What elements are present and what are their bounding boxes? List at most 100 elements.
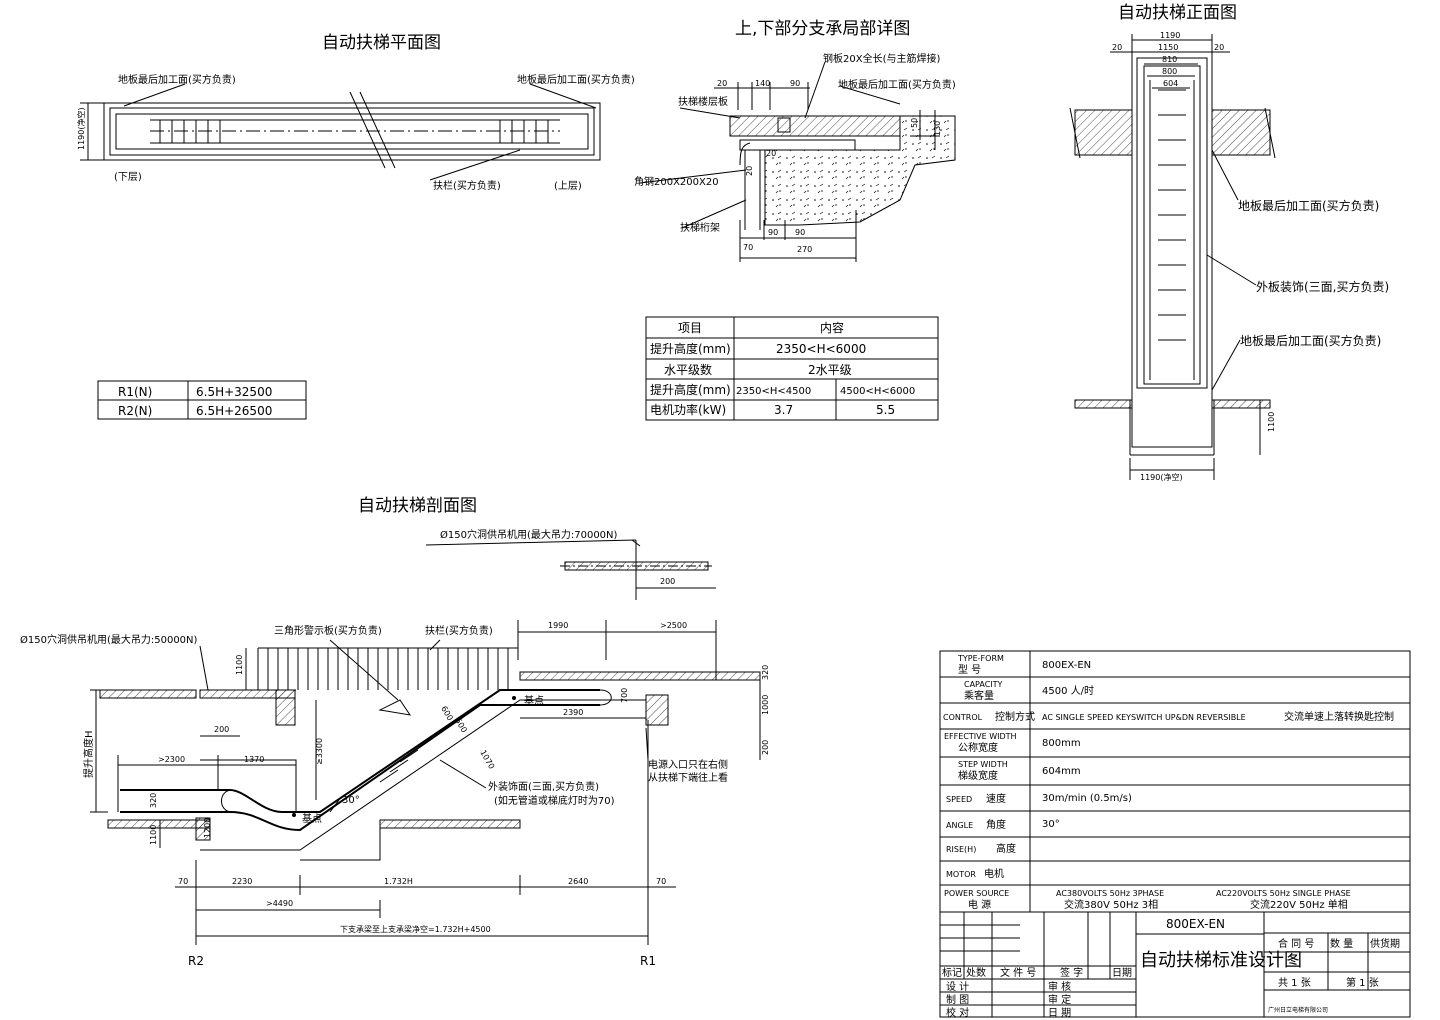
section-dim-9: >2300	[158, 755, 185, 764]
section-dim-22: 600	[439, 705, 454, 723]
plan-handrail-label: 扶栏(买方负责)	[433, 179, 501, 192]
section-dim-14: 1100	[149, 825, 158, 845]
tb-power-en: POWER SOURCE	[944, 889, 1009, 898]
spec-header-item: 项目	[678, 321, 702, 335]
spec-steps-label: 水平级数	[664, 362, 712, 377]
detail-title: 上,下部分支承局部详图	[735, 19, 910, 39]
section-dim-0: 200	[660, 577, 675, 586]
tb-role-left-2: 校 对	[946, 1006, 969, 1019]
detail-dim-mid: 20	[766, 149, 776, 158]
spec-rise-label: 提升高度(mm)	[650, 341, 731, 356]
tb-role-right-1: 审 定	[1048, 993, 1071, 1006]
tb-row3-cn: 公称宽度	[958, 741, 998, 754]
detail-dim-right-1: 130	[933, 121, 942, 136]
tb-row7-en: RISE(H)	[946, 845, 976, 854]
tb-power-a2: 交流380V 50Hz 3相	[1064, 898, 1158, 911]
reaction-r2-name: R2(N)	[118, 404, 152, 418]
plan-view: 1190(净空) 地板最后加工面(买方负责) 地板最后加工面(买方负责) (下层…	[76, 73, 635, 192]
front-floor-bottom-label: 地板最后加工面(买方负责)	[1240, 333, 1381, 348]
tb-row1-value: 4500 人/时	[1042, 685, 1094, 697]
front-dim-top-2: 1150	[1158, 43, 1178, 52]
tb-row6-en: ANGLE	[946, 821, 973, 830]
tb-power-cn: 电 源	[968, 898, 991, 911]
detail-dim-bottom-1: 90	[768, 228, 778, 237]
front-dim-top-1: 20	[1112, 43, 1122, 52]
tb-row4-value: 604mm	[1042, 766, 1081, 777]
section-dim-19: 2640	[568, 877, 588, 886]
plan-title: 自动扶梯平面图	[322, 33, 441, 53]
reaction-r1-name: R1(N)	[118, 385, 152, 399]
plan-upper-label: (上层)	[554, 180, 582, 192]
title-block: TYPE-FORM 型 号 800EX-EN CAPACITY 乘客量 4500…	[939, 650, 1411, 1019]
tb-rev-h1: 处数	[966, 966, 986, 979]
spec-motor-label: 电机功率(kW)	[650, 402, 726, 417]
tb-row5-cn: 速度	[986, 792, 1006, 805]
section-dim-2: >2500	[660, 621, 687, 630]
tb-rev-h2: 文 件 号	[1000, 966, 1036, 979]
front-title: 自动扶梯正面图	[1118, 3, 1237, 23]
section-dim-23: 500	[453, 717, 468, 735]
tb-power-b2: 交流220V 50Hz 单相	[1250, 898, 1348, 911]
front-dim-top-4: 810	[1162, 55, 1177, 64]
detail-steel-plate-label: 钢板20X全长(与主筋焊接)	[823, 52, 940, 65]
section-rise-label: 提升高度H	[82, 730, 95, 778]
tb-sheets: 共 1 张	[1278, 977, 1311, 989]
section-dim-18: 1.732H	[384, 877, 413, 886]
tb-row8-en: MOTOR	[946, 870, 976, 879]
detail-dim-bottom-0: 70	[743, 243, 753, 252]
tb-sheet-no: 第 1 张	[1346, 976, 1379, 989]
tb-model: 800EX-EN	[1166, 917, 1225, 931]
plan-floor-left-label: 地板最后加工面(买方负责)	[118, 73, 236, 86]
section-dim-1: 1990	[548, 621, 568, 630]
tb-row2-value: AC SINGLE SPEED KEYSWITCH UP&DN REVERSIB…	[1042, 713, 1246, 722]
detail-view: 20 140 90 50 130 20 20 70 90 90 270 钢板20…	[634, 52, 956, 262]
tb-row0-cn: 型 号	[958, 663, 981, 676]
tb-supplier-label: 供货期	[1370, 937, 1400, 950]
plan-width-dim: 1190(净空)	[76, 107, 86, 150]
spec-rise2-label: 提升高度(mm)	[650, 382, 731, 397]
spec-header-content: 内容	[820, 320, 844, 335]
detail-dim-total: 270	[797, 245, 812, 254]
front-dim-top-6: 604	[1163, 79, 1178, 88]
tb-role-left-1: 制 图	[946, 993, 969, 1006]
spec-table: 项目 内容 提升高度(mm) 2350<H<6000 水平级数 2水平级 提升高…	[645, 316, 939, 421]
section-dim-10: 1370	[244, 755, 264, 764]
tb-row3-value: 800mm	[1042, 738, 1081, 749]
tb-role-right-0: 审 核	[1048, 980, 1071, 993]
section-dim-24: 1070	[478, 749, 496, 771]
section-dim-17: 2230	[232, 877, 252, 886]
front-dim-top-0: 1190	[1160, 31, 1180, 40]
spec-motor-b: 5.5	[876, 403, 895, 417]
front-dim-top-5: 800	[1162, 67, 1177, 76]
plan-floor-right-label: 地板最后加工面(买方负责)	[517, 73, 635, 86]
section-r2-label: R2	[188, 954, 204, 968]
section-dim-7: 1000	[761, 695, 770, 715]
tb-row4-en: STEP WIDTH	[958, 760, 1008, 769]
reaction-r1-value: 6.5H+32500	[196, 385, 272, 399]
tb-row5-en: SPEED	[946, 795, 972, 804]
spec-steps-value: 2水平级	[808, 363, 852, 377]
section-dim-20: 70	[656, 877, 666, 886]
detail-dim-top-0: 20	[717, 79, 727, 88]
tb-drawing-title: 自动扶梯标准设计图	[1140, 950, 1302, 971]
front-pit-depth: 1100	[1267, 412, 1276, 432]
tb-company: 广州日立电梯有限公司	[1268, 1006, 1328, 1014]
section-cladding-label: 外装饰面(三面,买方负责)	[488, 780, 599, 793]
tb-row2-en: CONTROL	[943, 713, 983, 722]
tb-role-right-2: 日 期	[1048, 1007, 1071, 1019]
tb-row7-cn: 高度	[996, 842, 1016, 855]
detail-dim-bottom-2: 90	[795, 228, 805, 237]
tb-power-a1: AC380VOLTS 50Hz 3PHASE	[1056, 889, 1164, 898]
section-dim-11: 200	[214, 725, 229, 734]
tb-role-left-0: 设 计	[946, 980, 969, 993]
tb-contract-label: 合 同 号	[1278, 937, 1314, 950]
section-cladding-note: (如无管道或梯底灯时为70)	[494, 794, 615, 807]
tb-row5-value: 30m/min (0.5m/s)	[1042, 793, 1132, 804]
section-clear-span: 下支承梁至上支承梁净空=1.732H+4500	[340, 924, 491, 934]
section-dim-5: 700	[620, 688, 629, 703]
section-angle-label: 30°	[342, 795, 360, 806]
front-cladding-label: 外板装饰(三面,买方负责)	[1256, 279, 1389, 294]
tb-row2-value2: 交流单速上落转换匙控制	[1284, 710, 1394, 723]
tb-rev-h4: 日期	[1112, 967, 1132, 979]
